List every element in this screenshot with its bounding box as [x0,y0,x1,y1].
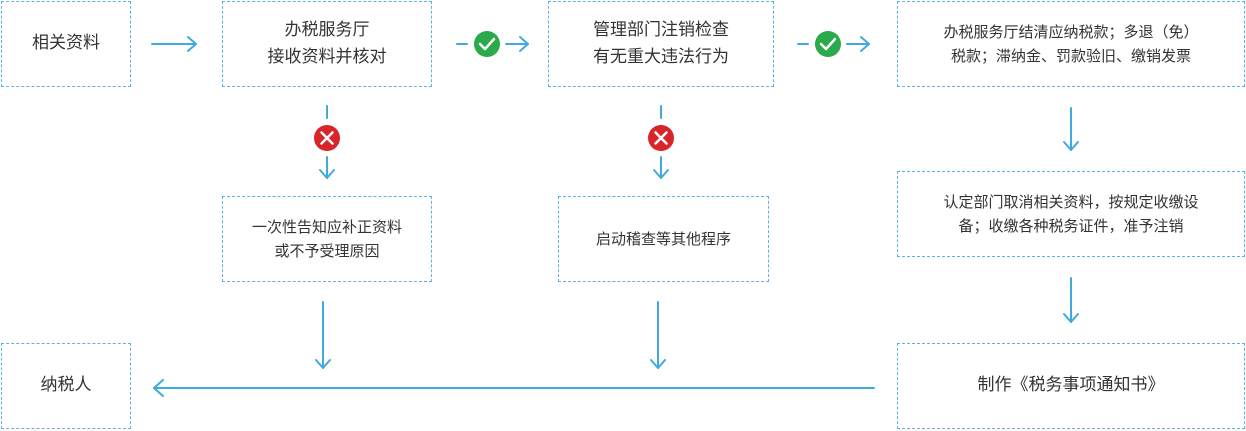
check-icon [815,31,841,57]
node-issue-notice-label: 制作《税务事项通知书》 [977,375,1165,396]
node-taxpayer-label: 纳税人 [40,375,92,396]
node-tax-hall-settle-label: 办税服务厅结清应纳税款；多退（免） 税款；滞纳金、罚款验旧、缴销发票 [943,23,1199,65]
node-cancel-registration: 认定部门取消相关资料，按规定收缴设 备；收缴各种税务证件，准予注销 [897,171,1245,257]
node-notify-correction-label: 一次性告知应补正资料 或不予受理原因 [251,218,402,260]
node-tax-hall-receive: 办税服务厅 接收资料并核对 [222,1,432,87]
arrow-check-to-audit [653,105,669,179]
node-issue-notice: 制作《税务事项通知书》 [897,343,1245,429]
cross-icon [314,125,340,151]
arrow-cancel-to-notice [1063,277,1079,323]
arrow-materials-to-receive [151,36,197,52]
node-tax-hall-settle: 办税服务厅结清应纳税款；多退（免） 税款；滞纳金、罚款验旧、缴销发票 [897,1,1245,87]
node-materials: 相关资料 [1,1,131,87]
node-notify-correction: 一次性告知应补正资料 或不予受理原因 [222,196,432,282]
arrow-audit-down [650,301,666,369]
arrow-settle-to-cancel [1063,107,1079,151]
arrow-check-to-settle [797,36,870,52]
arrow-notice-to-taxpayer [153,379,875,397]
node-dept-check-label: 管理部门注销检查 有无重大违法行为 [593,19,729,67]
node-start-audit: 启动稽查等其他程序 [558,196,769,282]
node-dept-check: 管理部门注销检查 有无重大违法行为 [548,1,774,87]
node-taxpayer: 纳税人 [1,343,131,429]
cross-icon [648,125,674,151]
node-cancel-registration-label: 认定部门取消相关资料，按规定收缴设 备；收缴各种税务证件，准予注销 [943,193,1199,235]
arrow-receive-to-check [456,36,529,52]
node-tax-hall-receive-label: 办税服务厅 接收资料并核对 [267,19,387,67]
node-materials-label: 相关资料 [32,33,100,54]
arrow-receive-to-notify [319,105,335,179]
check-icon [474,31,500,57]
node-start-audit-label: 启动稽查等其他程序 [595,230,731,248]
arrow-notify-down [315,301,331,369]
